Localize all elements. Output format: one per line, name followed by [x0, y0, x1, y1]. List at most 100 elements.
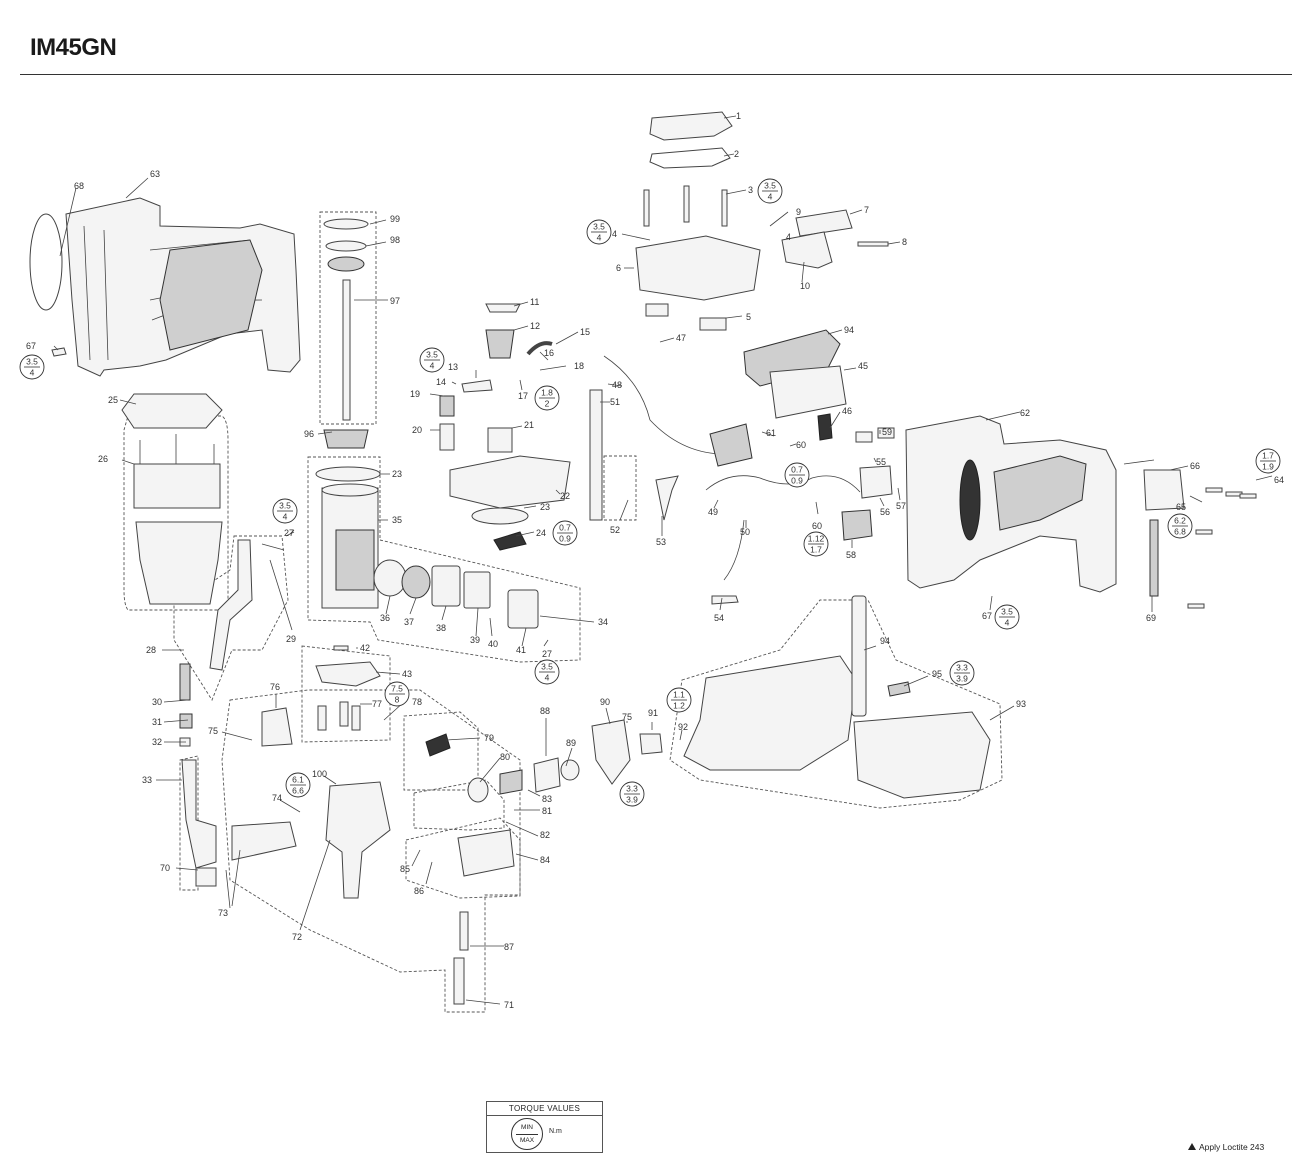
- callout-82: 82: [540, 830, 550, 840]
- callout-47: 47: [676, 333, 686, 343]
- callout-78: 78: [412, 697, 422, 707]
- svg-text:4: 4: [597, 233, 602, 243]
- part-64-screw: [1205, 487, 1223, 493]
- callout-42: 42: [360, 643, 370, 653]
- callout-20: 20: [412, 425, 422, 435]
- torque-badge: 0.70.9: [552, 520, 578, 546]
- svg-text:1.9: 1.9: [1262, 462, 1274, 472]
- callout-64: 64: [1274, 475, 1284, 485]
- svg-text:4: 4: [283, 512, 288, 522]
- svg-text:6.1: 6.1: [292, 775, 304, 785]
- callout-19: 19: [410, 389, 420, 399]
- callout-84: 84: [540, 855, 550, 865]
- callout-28: 28: [146, 645, 156, 655]
- callout-75: 75: [208, 726, 218, 736]
- assembly-boundary-connector: [603, 455, 637, 521]
- callout-25: 25: [108, 395, 118, 405]
- callout-35: 35: [392, 515, 402, 525]
- loctite-note-text: Apply Loctite 243: [1199, 1142, 1265, 1152]
- callout-9: 9: [796, 207, 801, 217]
- callout-11: 11: [530, 297, 539, 307]
- callout-54: 54: [714, 613, 724, 623]
- callout-3: 3: [748, 185, 753, 195]
- callout-62: 62: [1020, 408, 1030, 418]
- part-20-spring: [439, 423, 455, 451]
- svg-text:4: 4: [545, 673, 550, 683]
- callout-51: 51: [610, 397, 620, 407]
- part-97-shaft: [342, 279, 351, 421]
- part-96-bumper: [323, 429, 369, 449]
- callout-68: 68: [74, 181, 84, 191]
- part-89-washer: [560, 759, 580, 781]
- callout-58: 58: [846, 550, 856, 560]
- legend-min-label: MIN: [521, 1124, 533, 1131]
- svg-text:6.2: 6.2: [1174, 516, 1186, 526]
- part-31-bushing: [179, 713, 193, 729]
- legend-divider-bar: [516, 1134, 538, 1135]
- callout-100: 100: [312, 769, 327, 779]
- part-59-block: [855, 431, 873, 443]
- callout-17: 17: [518, 391, 528, 401]
- part-93-guard-b: [853, 711, 991, 799]
- torque-badge: 3.33.9: [619, 781, 645, 807]
- part-70-sleeve: [195, 867, 217, 887]
- callout-55: 55: [876, 457, 886, 467]
- part-37-filter: [401, 565, 431, 599]
- callout-46: 46: [842, 406, 852, 416]
- callout-93: 93: [1016, 699, 1026, 709]
- callout-57: 57: [896, 501, 906, 511]
- part-61-controller: [709, 423, 753, 467]
- assembly-boundary-nosepiece: [221, 689, 521, 1013]
- assembly-boundary-barrel: [319, 211, 377, 425]
- svg-text:6.8: 6.8: [1174, 527, 1186, 537]
- callout-81: 81: [542, 806, 552, 816]
- callout-88: 88: [540, 706, 550, 716]
- part-67-screw: [51, 347, 67, 357]
- svg-text:1.2: 1.2: [673, 701, 685, 711]
- svg-text:3.5: 3.5: [279, 501, 291, 511]
- svg-text:3.9: 3.9: [956, 674, 968, 684]
- part-30-spring: [179, 663, 191, 701]
- part-84-feeder: [457, 829, 515, 877]
- callout-79: 79: [484, 733, 494, 743]
- callout-27b: 27: [542, 649, 552, 659]
- legend-torque-circle: MIN MAX: [511, 1118, 543, 1150]
- assembly-boundary-pawl: [173, 535, 289, 701]
- torque-badge: 7.58: [384, 681, 410, 707]
- callout-10: 10: [800, 281, 810, 291]
- part-33-driver: [181, 759, 217, 869]
- callout-72: 72: [292, 932, 302, 942]
- part-98-ring: [325, 240, 367, 252]
- callout-52: 52: [610, 525, 620, 535]
- part-80-oring: [467, 777, 489, 803]
- part-51-strip: [589, 389, 603, 521]
- part-26-cap: [133, 463, 221, 509]
- callout-37: 37: [404, 617, 414, 627]
- callout-66: 66: [1190, 461, 1200, 471]
- callout-16: 16: [544, 348, 554, 358]
- svg-text:2: 2: [545, 399, 550, 409]
- title-divider: [20, 74, 1292, 75]
- part-91-clip: [639, 733, 663, 755]
- part-66-cap: [1143, 469, 1185, 511]
- part-63-grip: [159, 239, 263, 351]
- callout-63: 63: [150, 169, 160, 179]
- legend-title: TORQUE VALUES: [508, 1104, 581, 1113]
- assembly-boundary-guard: [669, 599, 1003, 809]
- torque-badge: 3.54: [757, 178, 783, 204]
- callout-6: 6: [616, 263, 621, 273]
- callout-90: 90: [600, 697, 610, 707]
- part-93-guard-a: [683, 655, 857, 771]
- callout-48: 48: [612, 380, 622, 390]
- callout-70: 70: [160, 863, 170, 873]
- part-53-spring: [655, 475, 679, 521]
- callout-61: 61: [766, 428, 776, 438]
- svg-text:4: 4: [768, 192, 773, 202]
- callout-87: 87: [504, 942, 514, 952]
- part-41-cover: [507, 589, 539, 629]
- torque-badge: 0.70.9: [784, 462, 810, 488]
- part-79-spring: [425, 733, 451, 757]
- callout-98: 98: [390, 235, 400, 245]
- torque-badge: 3.54: [19, 354, 45, 380]
- svg-text:3.9: 3.9: [626, 795, 638, 805]
